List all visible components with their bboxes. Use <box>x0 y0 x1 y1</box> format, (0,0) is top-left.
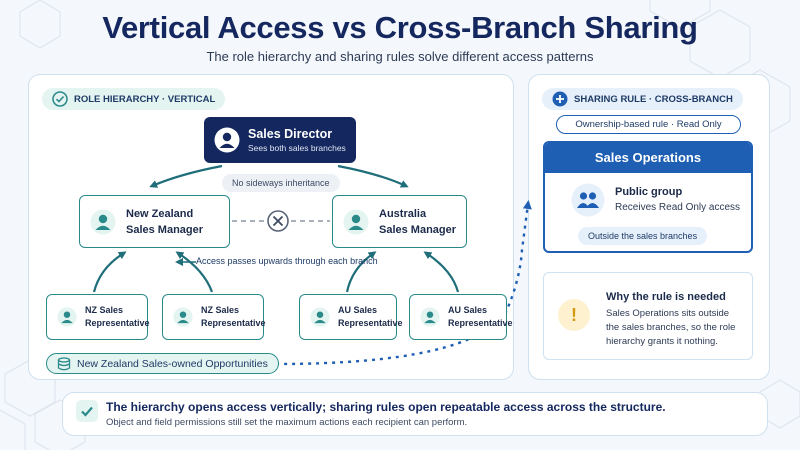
person-icon <box>420 307 440 327</box>
sales-operations-card: Sales Operations Public group Receives R… <box>543 141 753 253</box>
nz-rep-2: NZ Sales Representative <box>162 294 266 340</box>
rep-line1: AU Sales <box>338 305 378 315</box>
role-hierarchy-badge: ROLE HIERARCHY · VERTICAL <box>42 88 226 110</box>
person-icon <box>173 307 193 327</box>
why-rule-text-line: hierarchy grants it nothing. <box>606 336 718 347</box>
role-hierarchy-badge-label: ROLE HIERARCHY · VERTICAL <box>74 93 216 105</box>
why-rule-text-line: Sales Operations sits outside <box>606 308 730 319</box>
footer-headline: The hierarchy opens access vertically; s… <box>106 400 666 414</box>
page-subtitle: The role hierarchy and sharing rules sol… <box>206 49 594 64</box>
why-rule-title: Why the rule is needed <box>606 291 726 303</box>
plus-circle-icon <box>552 91 568 107</box>
page-title: Vertical Access vs Cross-Branch Sharing <box>102 10 698 45</box>
no-sideways-label: No sideways inheritance <box>222 174 340 192</box>
rep-line2: Representative <box>85 318 150 328</box>
nz-manager-line2: Sales Manager <box>126 223 204 236</box>
person-icon <box>57 307 77 327</box>
check-icon <box>76 400 98 422</box>
au-manager-line2: Sales Manager <box>379 223 457 236</box>
person-icon <box>214 127 240 153</box>
check-circle-icon <box>52 91 68 107</box>
person-icon <box>310 307 330 327</box>
rule-type-pill: Ownership-based rule · Read Only <box>556 115 741 134</box>
sales-director-desc: Sees both sales branches <box>248 143 346 153</box>
footer-callout <box>62 392 768 436</box>
outside-branches-pill: Outside the sales branches <box>578 227 708 245</box>
group-title: Public group <box>615 186 683 198</box>
nz-manager-node: New Zealand Sales Manager <box>79 195 230 248</box>
rep-line2: Representative <box>338 318 403 328</box>
rep-line1: NZ Sales <box>85 305 124 315</box>
group-icon <box>571 183 605 217</box>
warning-icon: ! <box>558 299 590 331</box>
au-rep-2: AU Sales Representative <box>409 294 513 340</box>
nz-opportunities-label: New Zealand Sales-owned Opportunities <box>77 357 268 370</box>
sharing-rule-badge-label: SHARING RULE · CROSS-BRANCH <box>574 93 733 105</box>
nz-rep-1: NZ Sales Representative <box>46 294 150 340</box>
rep-line2: Representative <box>448 318 513 328</box>
why-rule-text-line: the sales branches, so the role <box>606 322 736 333</box>
rep-line1: NZ Sales <box>201 305 240 315</box>
rep-line1: AU Sales <box>448 305 488 315</box>
nz-opportunities-pill: New Zealand Sales-owned Opportunities <box>46 353 279 374</box>
sales-director-node: Sales Director Sees both sales branches <box>204 117 356 163</box>
au-manager-node: Australia Sales Manager <box>332 195 467 248</box>
access-note: Access passes upwards through each branc… <box>196 256 378 266</box>
person-icon <box>343 209 369 234</box>
database-icon <box>57 356 71 370</box>
nz-manager-line1: New Zealand <box>126 207 194 220</box>
footer-subtext: Object and field permissions still set t… <box>106 417 468 428</box>
person-icon <box>90 209 116 234</box>
why-rule-card: ! Why the rule is needed Sales Operation… <box>543 272 753 360</box>
sales-operations-header: Sales Operations <box>545 143 751 173</box>
group-desc: Receives Read Only access <box>615 202 741 213</box>
au-rep-1: AU Sales Representative <box>299 294 403 340</box>
au-manager-line1: Australia <box>379 207 427 220</box>
sharing-rule-badge: SHARING RULE · CROSS-BRANCH <box>542 88 743 110</box>
sales-director-title: Sales Director <box>248 127 333 141</box>
rep-line2: Representative <box>201 318 266 328</box>
